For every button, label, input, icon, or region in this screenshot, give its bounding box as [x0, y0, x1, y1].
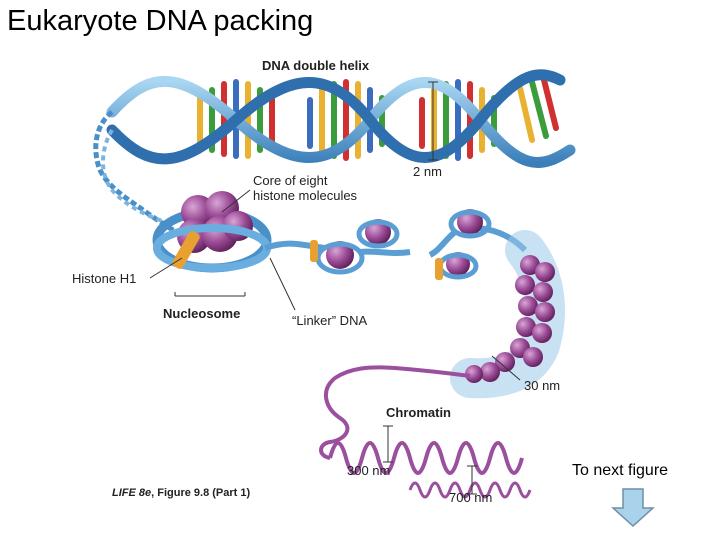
label-histone-h1: Histone H1: [72, 271, 136, 286]
label-2nm: 2 nm: [413, 164, 442, 179]
label-nucleosome: Nucleosome: [163, 306, 240, 321]
nucleosome-main: [152, 191, 272, 273]
dimension-marks: [149, 81, 521, 495]
label-double-helix: DNA double helix: [262, 58, 370, 73]
label-linker-dna: “Linker” DNA: [292, 313, 367, 328]
chromatin-fiber: [450, 230, 565, 399]
figure-credit: LIFE 8e, Figure 9.8 (Part 1): [112, 487, 250, 499]
chromatin-loops: [319, 365, 532, 499]
beads-on-string: [264, 209, 528, 280]
slide-title: Eukaryote DNA packing: [7, 5, 314, 37]
label-700nm: 700 nm: [449, 490, 492, 505]
double-helix: [93, 69, 576, 239]
label-30nm: 30 nm: [524, 378, 560, 393]
next-figure-link[interactable]: To next figure: [572, 462, 669, 479]
label-300nm: 300 nm: [347, 463, 390, 478]
label-chromatin: Chromatin: [386, 405, 451, 420]
label-core-line1: Core of eight: [253, 173, 328, 188]
down-arrow-icon[interactable]: [611, 488, 655, 528]
label-core-line2: histone molecules: [253, 188, 358, 203]
